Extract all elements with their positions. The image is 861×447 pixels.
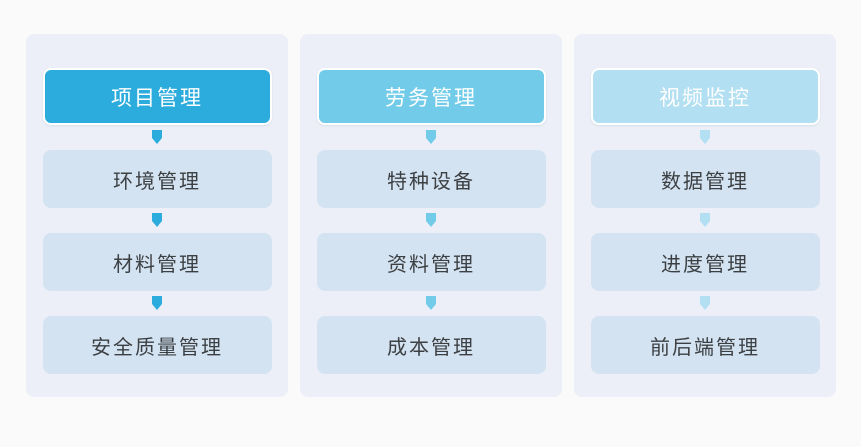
card-labor-item-2[interactable]: 成本管理 [316,316,546,374]
card-project-item-1[interactable]: 材料管理 [42,233,272,291]
connector-project-1 [150,125,164,150]
connector-video-2 [698,208,712,233]
card-video-item-1-label: 进度管理 [661,251,749,276]
connector-labor-1 [424,125,438,150]
card-video-item-2[interactable]: 前后端管理 [590,316,820,374]
card-labor-item-2-label: 成本管理 [387,334,475,359]
card-header-labor-label: 劳务管理 [385,85,477,110]
card-header-video-label: 视频监控 [659,85,751,110]
card-labor-item-1[interactable]: 资料管理 [316,233,546,291]
card-project-item-0-label: 环境管理 [113,168,201,193]
card-header-labor[interactable]: 劳务管理 [316,68,546,125]
card-video-item-0[interactable]: 数据管理 [590,150,820,208]
connector-video-3 [698,291,712,316]
card-labor-item-1-label: 资料管理 [387,251,475,276]
card-video-item-1[interactable]: 进度管理 [590,233,820,291]
connector-project-3 [150,291,164,316]
arrow-down-icon [700,130,710,144]
arrow-down-icon [426,213,436,227]
arrow-down-icon [426,130,436,144]
card-header-project[interactable]: 项目管理 [42,68,272,125]
card-labor-item-0[interactable]: 特种设备 [316,150,546,208]
panel-video: 视频监控 数据管理 进度管理 前后端管理 [574,34,836,397]
arrow-down-icon [152,296,162,310]
arrow-down-icon [152,130,162,144]
card-header-project-label: 项目管理 [111,85,203,110]
card-project-item-0[interactable]: 环境管理 [42,150,272,208]
panel-labor: 劳务管理 特种设备 资料管理 成本管理 [300,34,562,397]
card-project-item-2-label: 安全质量管理 [91,334,223,359]
card-header-video[interactable]: 视频监控 [590,68,820,125]
card-project-item-1-label: 材料管理 [113,251,201,276]
arrow-down-icon [700,213,710,227]
connector-labor-3 [424,291,438,316]
connector-video-1 [698,125,712,150]
card-project-item-2[interactable]: 安全质量管理 [42,316,272,374]
three-column-flow-diagram: 项目管理 环境管理 材料管理 安全质量管理 [26,34,837,397]
card-video-item-0-label: 数据管理 [661,168,749,193]
arrow-down-icon [700,296,710,310]
connector-labor-2 [424,208,438,233]
connector-project-2 [150,208,164,233]
panel-project: 项目管理 环境管理 材料管理 安全质量管理 [26,34,288,397]
card-labor-item-0-label: 特种设备 [387,168,475,193]
arrow-down-icon [152,213,162,227]
card-video-item-2-label: 前后端管理 [650,334,760,359]
arrow-down-icon [426,296,436,310]
